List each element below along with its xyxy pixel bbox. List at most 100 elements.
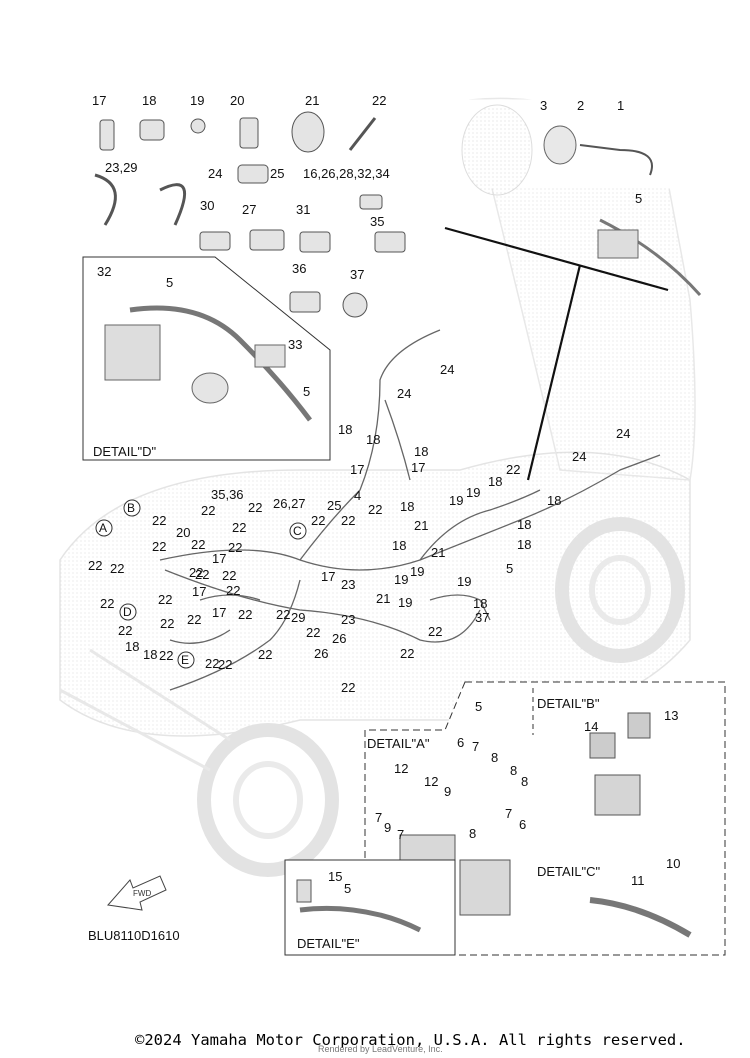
callout-81: 23 bbox=[341, 612, 355, 627]
callout-50: 22 bbox=[152, 539, 166, 554]
callout-82: 26 bbox=[332, 631, 346, 646]
callout-66: 22 bbox=[118, 623, 132, 638]
callout-20: 32 bbox=[97, 264, 111, 279]
callout-102: 6 bbox=[457, 735, 464, 750]
callout-62: 17 bbox=[212, 605, 226, 620]
callout-110: 7 bbox=[375, 810, 382, 825]
detail-labels: DETAIL"A" DETAIL"B" DETAIL"C" DETAIL"D" … bbox=[93, 444, 601, 951]
callout-9: 16,26,28,32,34 bbox=[303, 166, 390, 181]
callout-13: 35 bbox=[370, 214, 384, 229]
callout-38: 18 bbox=[547, 493, 561, 508]
callout-24: 24 bbox=[397, 386, 411, 401]
callout-25: 24 bbox=[440, 362, 454, 377]
callout-12: 31 bbox=[296, 202, 310, 217]
detail-d-label: DETAIL"D" bbox=[93, 444, 157, 459]
callout-26: 18 bbox=[338, 422, 352, 437]
callout-74: 22 bbox=[218, 657, 232, 672]
callout-108: 12 bbox=[424, 774, 438, 789]
copyright-notice: ©2024 Yamaha Motor Corporation, U.S.A. A… bbox=[135, 1031, 686, 1049]
callout-60: 17 bbox=[192, 584, 206, 599]
circle-ref-e: E bbox=[181, 653, 189, 667]
callout-32: 22 bbox=[506, 462, 520, 477]
callout-104: 8 bbox=[491, 750, 498, 765]
callout-44: 4 bbox=[354, 488, 361, 503]
callout-65: 22 bbox=[158, 592, 172, 607]
detail-e-box bbox=[284, 859, 456, 956]
callout-46: 22 bbox=[201, 503, 215, 518]
callout-115: 6 bbox=[519, 817, 526, 832]
callout-70: 18 bbox=[125, 639, 139, 654]
vehicle-outline bbox=[59, 97, 696, 877]
callout-30: 17 bbox=[411, 460, 425, 475]
callout-114: 7 bbox=[505, 806, 512, 821]
callout-118: 15 bbox=[328, 869, 342, 884]
callout-67: 22 bbox=[160, 616, 174, 631]
callout-93: 19 bbox=[398, 595, 412, 610]
callout-72: 22 bbox=[159, 648, 173, 663]
circle-ref-c: C bbox=[293, 524, 302, 538]
callout-52: 22 bbox=[248, 500, 262, 515]
callout-15: 37 bbox=[350, 267, 364, 282]
callout-14: 36 bbox=[292, 261, 306, 276]
callout-8: 25 bbox=[270, 166, 284, 181]
callout-119: 5 bbox=[344, 881, 351, 896]
callout-101: 13 bbox=[664, 708, 678, 723]
callout-92: 19 bbox=[457, 574, 471, 589]
callout-85: 21 bbox=[414, 518, 428, 533]
callout-5: 22 bbox=[372, 93, 386, 108]
callout-95: 37 bbox=[475, 610, 489, 625]
callout-83: 26 bbox=[314, 646, 328, 661]
callout-77: 17 bbox=[321, 569, 335, 584]
callout-39: 24 bbox=[616, 426, 630, 441]
callout-17: 2 bbox=[577, 98, 584, 113]
fwd-arrow-icon: FWD bbox=[107, 875, 167, 911]
callout-90: 19 bbox=[394, 572, 408, 587]
callout-69: 22 bbox=[238, 607, 252, 622]
callout-103: 7 bbox=[472, 739, 479, 754]
callout-21: 5 bbox=[166, 275, 173, 290]
callout-73: 22 bbox=[205, 656, 219, 671]
callout-11: 27 bbox=[242, 202, 256, 217]
callout-76: 22 bbox=[276, 607, 290, 622]
callout-33: 18 bbox=[488, 474, 502, 489]
callout-99: 5 bbox=[475, 699, 482, 714]
callout-98: 22 bbox=[341, 680, 355, 695]
detail-d-box bbox=[82, 256, 331, 461]
callout-109: 9 bbox=[444, 784, 451, 799]
circle-ref-b: B bbox=[127, 501, 135, 515]
callout-0: 17 bbox=[92, 93, 106, 108]
callout-40: 24 bbox=[572, 449, 586, 464]
sensor-detail bbox=[444, 99, 702, 481]
callout-59: 22 bbox=[189, 565, 203, 580]
callout-56: 22 bbox=[88, 558, 102, 573]
callout-48: 22 bbox=[311, 513, 325, 528]
callout-36: 18 bbox=[517, 517, 531, 532]
callout-106: 8 bbox=[521, 774, 528, 789]
callout-75: 22 bbox=[258, 647, 272, 662]
callout-87: 18 bbox=[392, 538, 406, 553]
callout-68: 22 bbox=[187, 612, 201, 627]
callout-31: 18 bbox=[400, 499, 414, 514]
callout-28: 18 bbox=[414, 444, 428, 459]
callout-57: 22 bbox=[110, 561, 124, 576]
callout-16: 3 bbox=[540, 98, 547, 113]
callout-94: 18 bbox=[473, 596, 487, 611]
watermark: Rendered by LeadVenture, Inc. bbox=[318, 1044, 443, 1054]
callout-111: 9 bbox=[384, 820, 391, 835]
detail-e-label: DETAIL"E" bbox=[297, 936, 360, 951]
callout-49: 20 bbox=[176, 525, 190, 540]
detail-a-label: DETAIL"A" bbox=[367, 736, 430, 751]
callout-45: 22 bbox=[152, 513, 166, 528]
callout-27: 18 bbox=[366, 432, 380, 447]
circle-ref-d: D bbox=[123, 605, 132, 619]
callout-112: 7 bbox=[397, 827, 404, 842]
callout-34: 19 bbox=[449, 493, 463, 508]
callout-42: 26,27 bbox=[273, 496, 306, 511]
callout-113: 8 bbox=[469, 826, 476, 841]
callout-89: 5 bbox=[506, 561, 513, 576]
main-harness bbox=[159, 329, 661, 691]
callout-22: 33 bbox=[288, 337, 302, 352]
callout-2: 19 bbox=[190, 93, 204, 108]
callout-51: 22 bbox=[191, 537, 205, 552]
